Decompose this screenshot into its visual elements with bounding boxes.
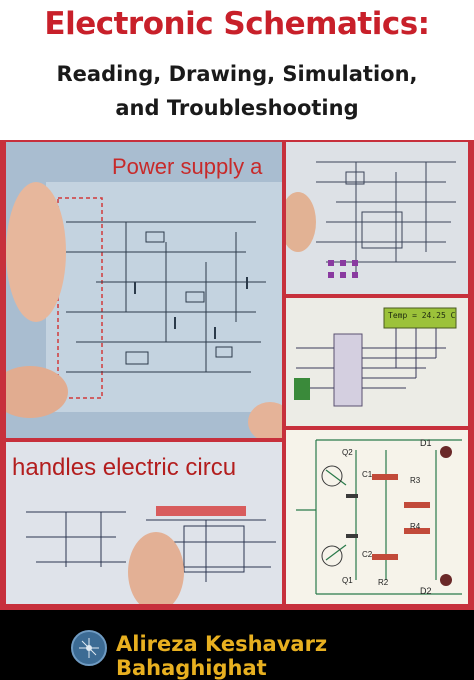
title-block: Electronic Schematics: Reading, Drawing,… [0, 0, 474, 140]
pcb-schematic-art [286, 142, 468, 294]
label-r4: R4 [410, 522, 421, 531]
circuit-globe-icon [71, 630, 107, 666]
led-flasher-schematic: D1 R3 R4 C1 C2 Q1 Q2 R2 D2 [286, 430, 468, 604]
author-name: Alireza Keshavarz Bahaghighat [116, 632, 328, 680]
label-d1: D1 [420, 438, 432, 448]
cover-collage: Power supply a handles electric circu [0, 140, 474, 610]
label-d2: D2 [420, 586, 432, 596]
label-q1: Q1 [342, 576, 353, 585]
label-c2: C2 [362, 550, 373, 559]
label-q2: Q2 [342, 448, 353, 457]
photo-electric-circuit: handles electric circu [6, 442, 282, 604]
schematic-photo-art [6, 142, 282, 438]
circuit-photo-art [6, 442, 282, 604]
book-subtitle-line-2: and Troubleshooting [115, 96, 359, 120]
photo-caption-electric-circuit: handles electric circu [12, 454, 237, 481]
photo-caption-power-supply: Power supply a [112, 154, 263, 179]
author-bar: Alireza Keshavarz Bahaghighat [0, 610, 474, 680]
led-flasher-art [286, 430, 468, 604]
photo-power-supply-schematic: Power supply a [6, 142, 282, 438]
simulation-lcd-circuit: Temp = 24.25 C [286, 298, 468, 426]
label-c1: C1 [362, 470, 373, 479]
label-r3: R3 [410, 476, 421, 485]
photo-pcb-schematic [286, 142, 468, 294]
book-title: Electronic Schematics: [44, 6, 430, 42]
lcd-circuit-art [286, 298, 468, 426]
book-subtitle-line-1: Reading, Drawing, Simulation, [56, 62, 418, 86]
lcd-readout: Temp = 24.25 C [388, 311, 456, 320]
label-r2: R2 [378, 578, 389, 587]
